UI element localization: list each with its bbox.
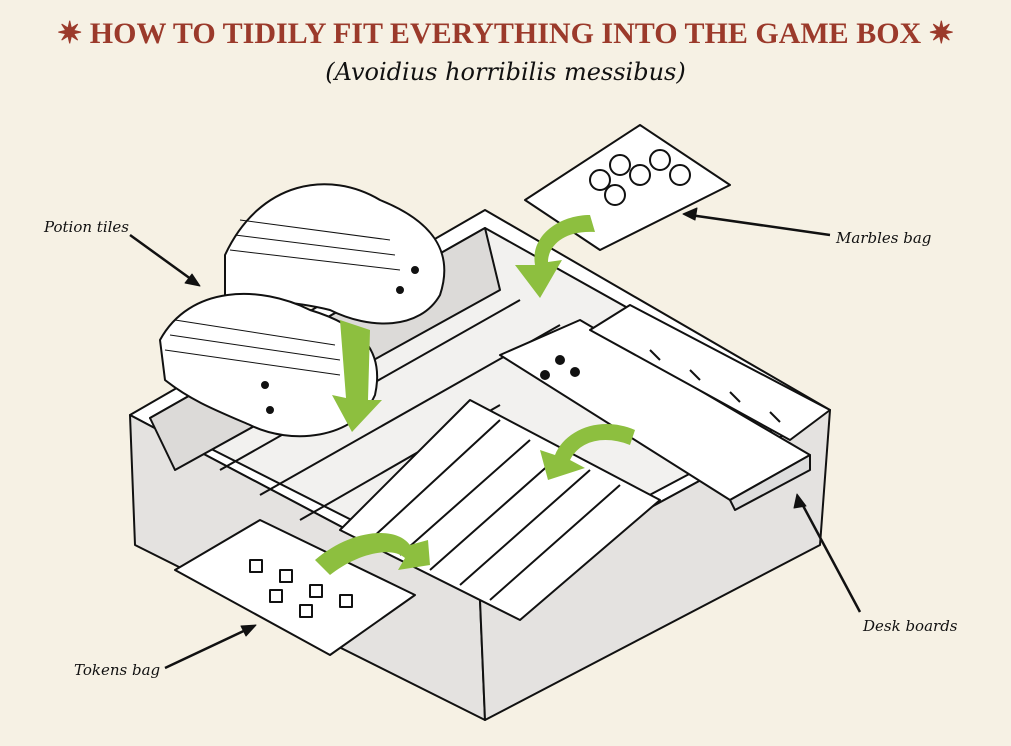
green-arrows <box>315 215 635 575</box>
title-text: HOW TO TIDILY FIT EVERYTHING INTO THE GA… <box>89 17 922 50</box>
arrow-desk-to-box <box>540 424 635 480</box>
potion-tiles <box>159 183 446 438</box>
tokens-bag <box>174 519 416 656</box>
label-marbles-bag: Marbles bag <box>836 229 932 247</box>
page-title: ✷ HOW TO TIDILY FIT EVERYTHING INTO THE … <box>0 16 1011 52</box>
ornament-icon: ✷ <box>928 17 954 50</box>
arrow-marbles-to-box <box>515 215 595 298</box>
label-potion-tiles: Potion tiles <box>44 218 129 236</box>
label-desk-boards: Desk boards <box>863 617 958 635</box>
arrow-tokens-to-box <box>315 533 430 575</box>
desk-boards <box>499 304 831 511</box>
subtitle: (Avoidius horribilis messibus) <box>325 58 686 86</box>
ornament-icon: ✷ <box>57 17 83 50</box>
pointer-arrows <box>129 207 862 670</box>
arrow-tiles-to-box <box>332 320 382 432</box>
label-tokens-bag: Tokens bag <box>74 661 161 679</box>
